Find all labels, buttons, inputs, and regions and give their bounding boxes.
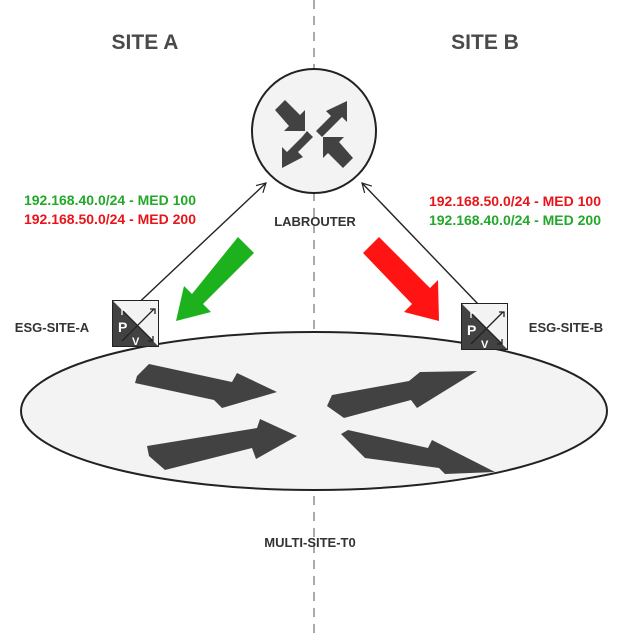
route-a-1: 192.168.40.0/24 - MED 100: [24, 192, 196, 208]
t0-label: MULTI-SITE-T0: [264, 535, 355, 550]
esg-b-label: ESG-SITE-B: [529, 320, 603, 335]
router-arrows-icon: [251, 68, 377, 194]
esg-a-label: ESG-SITE-A: [15, 320, 90, 335]
site-a-title: SITE A: [112, 31, 179, 54]
esg-b-v-letter: V: [481, 339, 489, 351]
route-a-2: 192.168.50.0/24 - MED 200: [24, 211, 196, 227]
t0-arrow-top-right: [327, 371, 477, 418]
t0-arrow-bottom-right: [341, 430, 495, 474]
edge-gateway-icon: P V: [461, 303, 508, 351]
red-arrow-icon: [363, 237, 439, 321]
esg-a-v-letter: V: [132, 336, 140, 348]
route-b-2: 192.168.40.0/24 - MED 200: [429, 212, 601, 228]
esg-b-p-letter: P: [467, 322, 476, 338]
esg-b-to-router-link: [361, 182, 479, 305]
router-label: LABROUTER: [274, 214, 356, 229]
green-arrow-icon: [176, 237, 254, 321]
t0-arrow-bottom-left: [147, 419, 297, 470]
esg-a-p-letter: P: [118, 319, 127, 335]
site-b-title: SITE B: [451, 31, 519, 54]
t0-arrow-top-left: [135, 364, 277, 408]
tier0-gateway-icon: [20, 331, 608, 491]
edge-gateway-icon: P V: [112, 300, 159, 348]
route-b-1: 192.168.50.0/24 - MED 100: [429, 193, 601, 209]
esg-a-to-router-link: [130, 182, 267, 311]
